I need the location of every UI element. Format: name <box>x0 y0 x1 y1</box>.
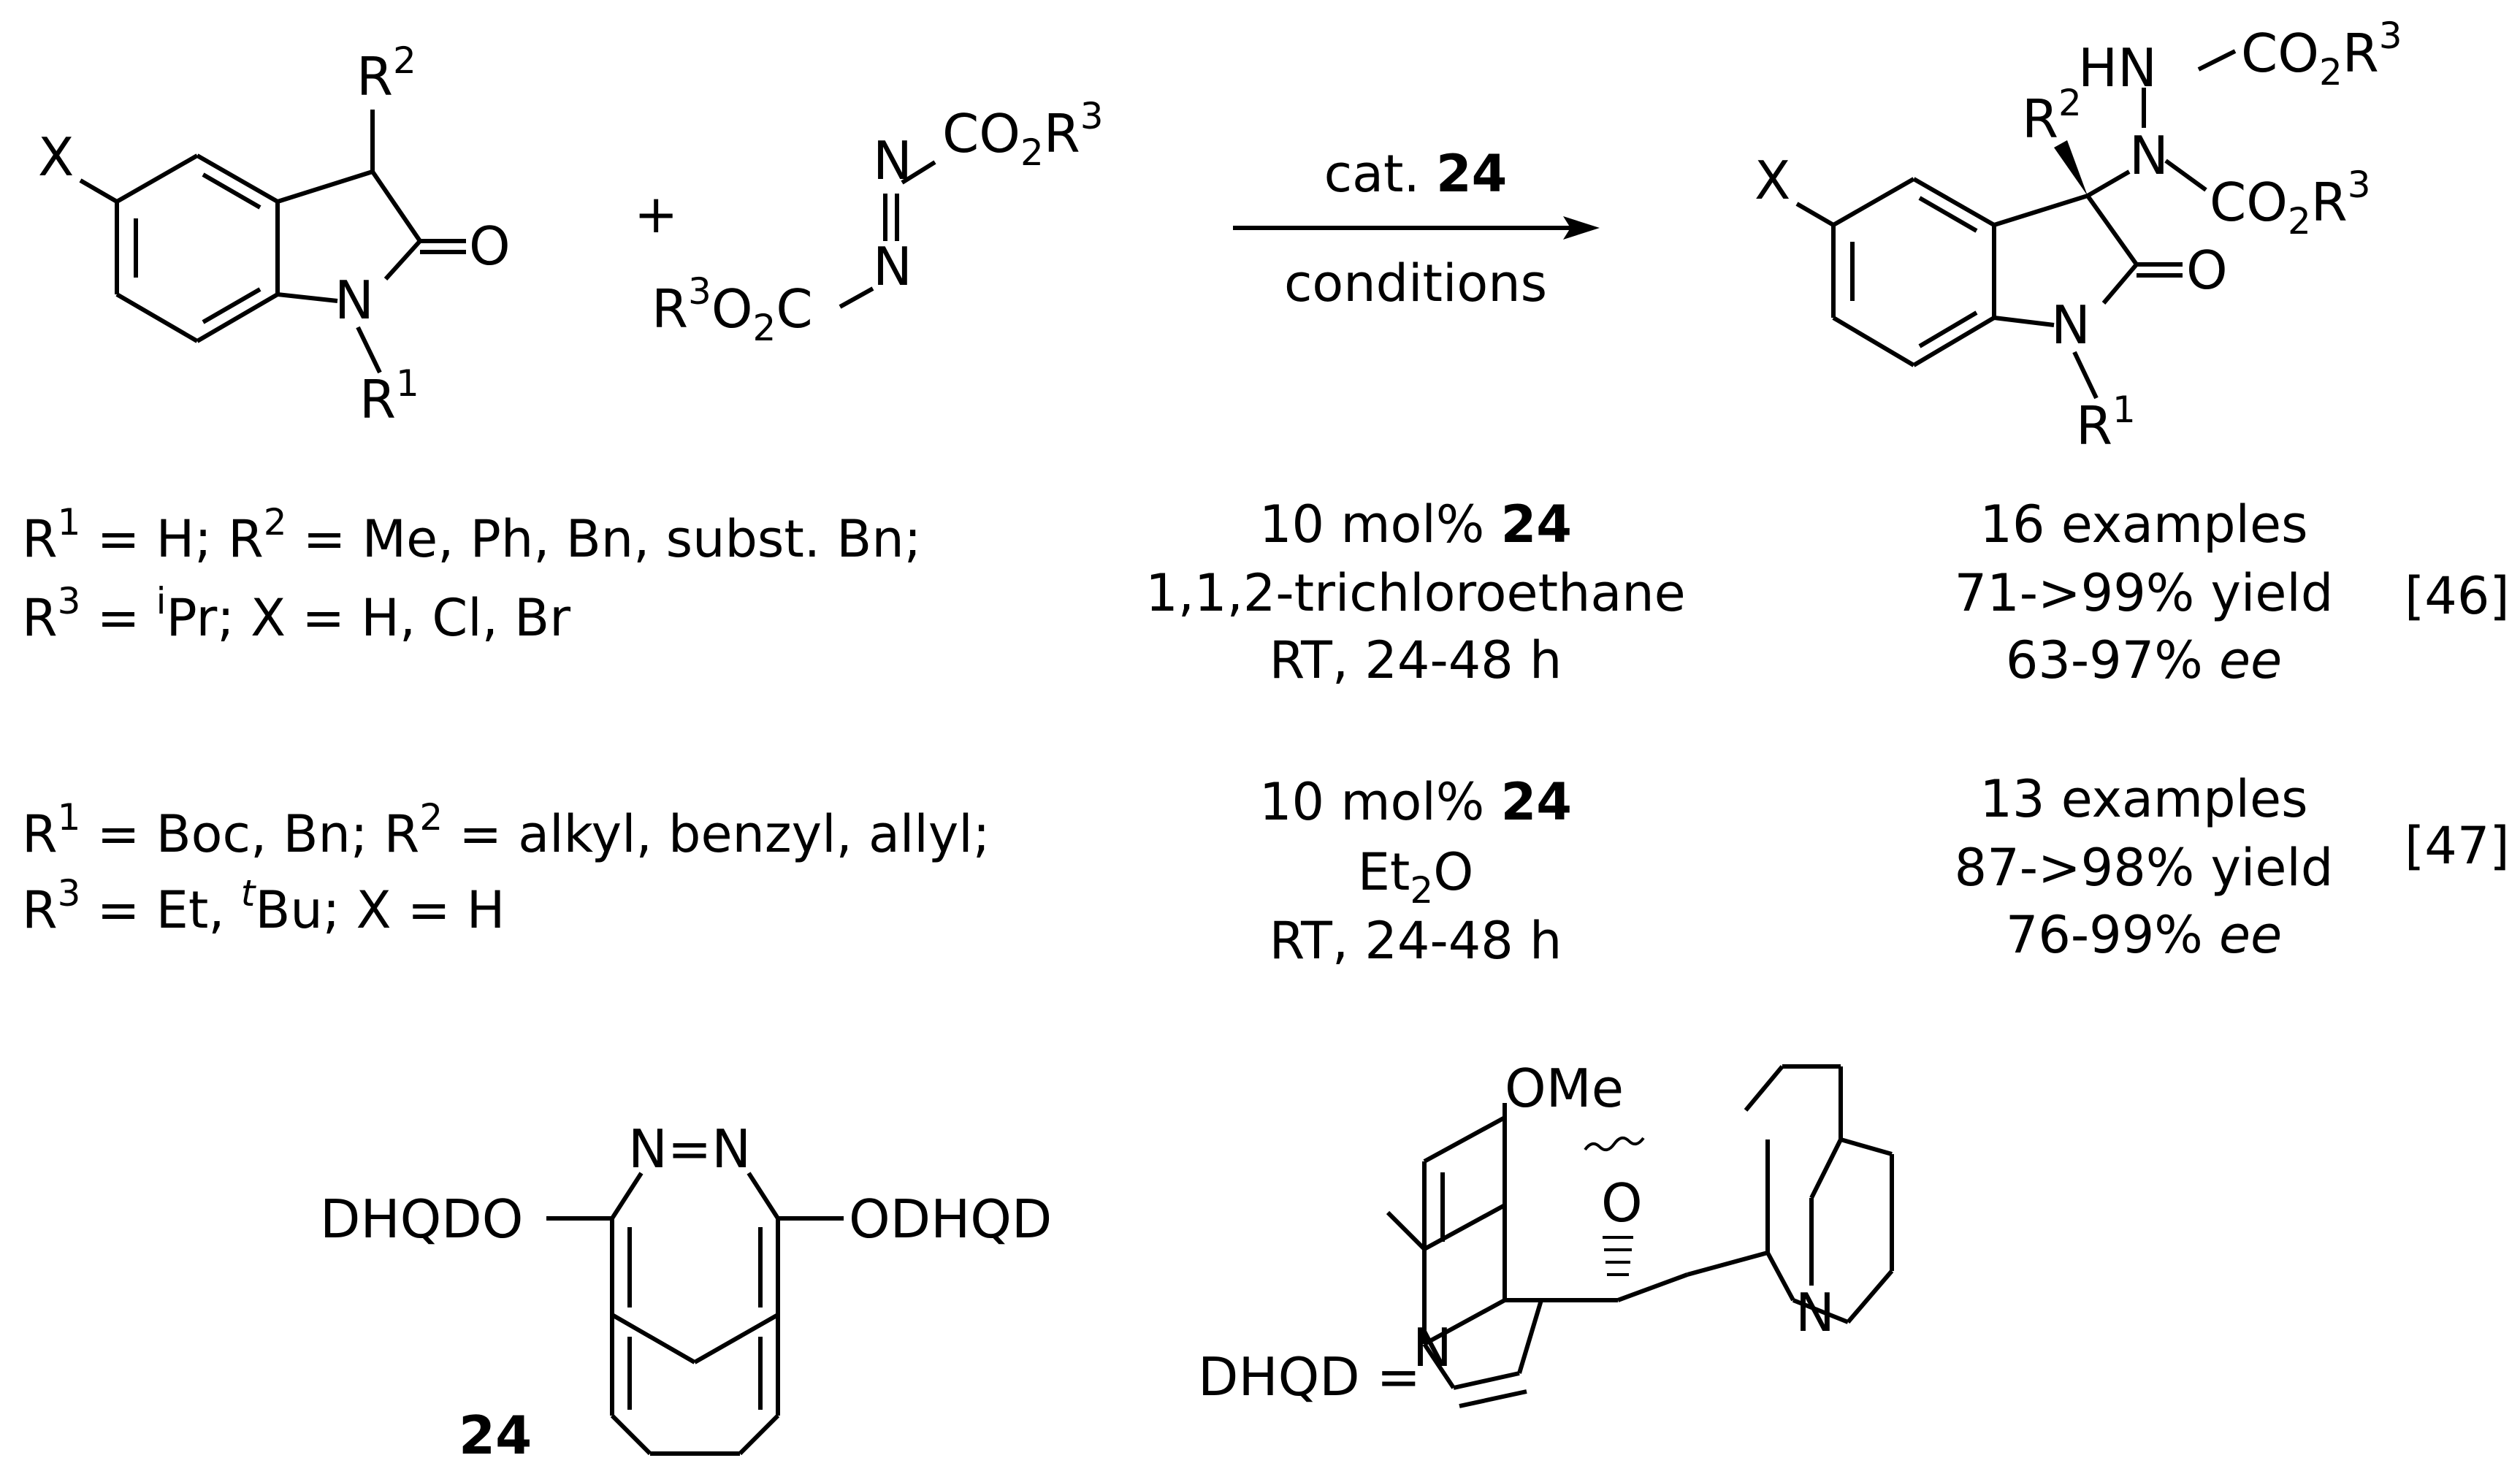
plus-sign: + <box>634 183 678 245</box>
azo-nitrogen-bottom: N <box>873 236 912 297</box>
reaction-arrow: cat. 24 conditions <box>1233 144 1600 313</box>
row1-temperature-time: RT, 24-48 h <box>1269 630 1562 690</box>
product-r2-label: R2 <box>2022 82 2082 150</box>
product-substituent-x: X <box>1755 150 1790 211</box>
row1-substituents-line2: R3 = iPr; X = H, Cl, Br <box>22 580 570 648</box>
row1-catalyst-loading: 10 mol% 24 <box>1259 495 1572 554</box>
amide-nitrogen: N <box>335 270 374 331</box>
reactant-azodicarboxylate: N N CO2R3 R3O2C <box>652 95 1104 349</box>
catalyst-number-label: 24 <box>459 1405 532 1466</box>
r2-label: R2 <box>356 39 416 107</box>
stereo-wedge <box>2054 140 2088 196</box>
product-amide-nitrogen: N <box>2051 294 2091 356</box>
row1-yield: 71->99% yield <box>1955 563 2334 623</box>
methoxy-label: OMe <box>1505 1058 1624 1119</box>
product-hydrazino-oxindole: X R2 HN N CO2R3 CO2R3 O N R1 <box>1755 15 2402 457</box>
row2-ee: 76-99% ee <box>2006 905 2282 965</box>
row2-substituents-line1: R1 = Boc, Bn; R2 = alkyl, benzyl, allyl; <box>22 796 990 864</box>
conditions-row-1: R1 = H; R2 = Me, Ph, Bn, subst. Bn; R3 =… <box>22 495 2510 690</box>
substituent-x: X <box>38 126 74 188</box>
row1-ee: 63-97% ee <box>2006 630 2282 690</box>
r1-label: R1 <box>359 362 419 430</box>
quinoline-nitrogen: N <box>1413 1317 1452 1378</box>
product-ester-right: CO2R3 <box>2210 164 2371 243</box>
row2-reference: [47] <box>2405 816 2510 876</box>
arrow-catalyst: cat. 24 <box>1324 144 1508 204</box>
quinuclidine-nitrogen: N <box>1795 1282 1835 1343</box>
ester-group-top: CO2R3 <box>942 95 1104 174</box>
row2-catalyst-loading: 10 mol% 24 <box>1259 772 1572 832</box>
row1-solvent: 1,1,2-trichloroethane <box>1145 563 1685 623</box>
hydrazine-n: N <box>2129 125 2169 186</box>
row2-examples: 13 examples <box>1979 769 2307 829</box>
row1-reference: [46] <box>2405 566 2510 626</box>
reactant-oxindole: X R2 O N R1 <box>38 39 511 430</box>
hydrazine-nh: HN <box>2078 37 2157 99</box>
row2-substituents-line2: R3 = Et, tBu; X = H <box>22 872 505 940</box>
catalyst-right-group: ODHQD <box>849 1188 1052 1250</box>
row2-solvent: Et2O <box>1358 842 1474 912</box>
phthalazine-nn: N=N <box>628 1118 751 1180</box>
ether-oxygen: O <box>1601 1172 1643 1234</box>
dhqd-label: DHQD = <box>1198 1346 1421 1408</box>
product-ester-top: CO2R3 <box>2241 15 2402 93</box>
product-r1-label: R1 <box>2076 389 2136 457</box>
product-carbonyl-oxygen: O <box>2186 240 2228 301</box>
catalyst-24-structure: N=N DHQDO ODHQD 24 <box>320 1118 1052 1466</box>
dhqd-structure: DHQD = <box>1198 1058 1894 1408</box>
arrow-conditions: conditions <box>1284 253 1547 313</box>
carbonyl-oxygen: O <box>469 215 511 277</box>
azo-nitrogen-top: N <box>873 130 912 191</box>
ester-group-bottom: R3O2C <box>652 270 813 349</box>
row2-yield: 87->98% yield <box>1955 838 2334 898</box>
attachment-wavy-line <box>1584 1136 1645 1152</box>
row1-examples: 16 examples <box>1979 495 2307 554</box>
stereo-hash <box>1603 1236 1633 1276</box>
row2-temperature-time: RT, 24-48 h <box>1269 911 1562 971</box>
row1-substituents-line1: R1 = H; R2 = Me, Ph, Bn, subst. Bn; <box>22 501 921 569</box>
conditions-row-2: R1 = Boc, Bn; R2 = alkyl, benzyl, allyl;… <box>22 769 2510 971</box>
catalyst-left-group: DHQDO <box>320 1188 523 1250</box>
